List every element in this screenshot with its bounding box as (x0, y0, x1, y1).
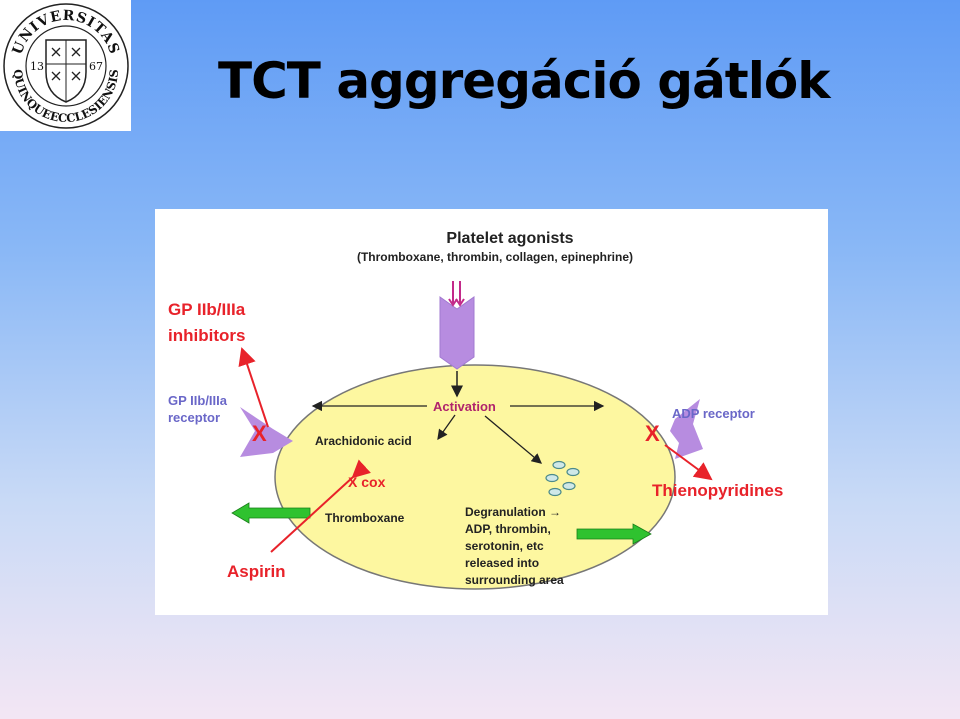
gp-inhibitors-label-2: inhibitors (168, 326, 245, 345)
thienopyridines-label: Thienopyridines (652, 481, 783, 500)
degranulation-line-3: serotonin, etc (465, 539, 544, 553)
university-seal-logo: UNIVERSITAS QUINQUEECCLESIENSIS 13 67 (0, 0, 131, 131)
gp-inhibitors-label-1: GP IIb/IIIa (168, 300, 246, 319)
agonists-subtitle: (Thromboxane, thrombin, collagen, epinep… (357, 250, 633, 264)
cox-label: X cox (348, 474, 386, 490)
degranulation-line-1: Degranulation → (465, 505, 561, 519)
adp-receptor-icon (670, 399, 703, 459)
agonists-title: Platelet agonists (446, 230, 573, 247)
adp-receptor-label: ADP receptor (672, 406, 755, 421)
gp-block-x: X (252, 421, 267, 446)
seal-icon: UNIVERSITAS QUINQUEECCLESIENSIS 13 67 (3, 3, 129, 129)
seal-year-right: 67 (89, 60, 103, 73)
degranulation-line-5: surrounding area (465, 573, 564, 587)
slide-title: TCT aggregáció gátlók (218, 52, 830, 110)
adp-block-x: X (645, 421, 660, 446)
degranulation-line-4: released into (465, 556, 539, 570)
agonist-receptor-icon (439, 281, 475, 370)
activation-label: Activation (433, 399, 496, 414)
aspirin-label: Aspirin (227, 562, 286, 581)
thromboxane-release-arrow (231, 502, 311, 524)
gp-receptor-label-2: receptor (168, 410, 220, 425)
arachidonic-acid-label: Arachidonic acid (315, 434, 412, 448)
seal-year-left: 13 (30, 60, 44, 73)
gp-receptor-icon (240, 407, 293, 457)
platelet-aggregation-diagram: Platelet agonists (Thromboxane, thrombin… (155, 209, 828, 615)
thromboxane-label: Thromboxane (325, 511, 405, 525)
granule-release-arrow (576, 523, 652, 545)
degranulation-line-2: ADP, thrombin, (465, 522, 551, 536)
platelet-cell (274, 364, 676, 590)
gp-receptor-label-1: GP IIb/IIIa (168, 393, 228, 408)
granules (545, 460, 580, 497)
